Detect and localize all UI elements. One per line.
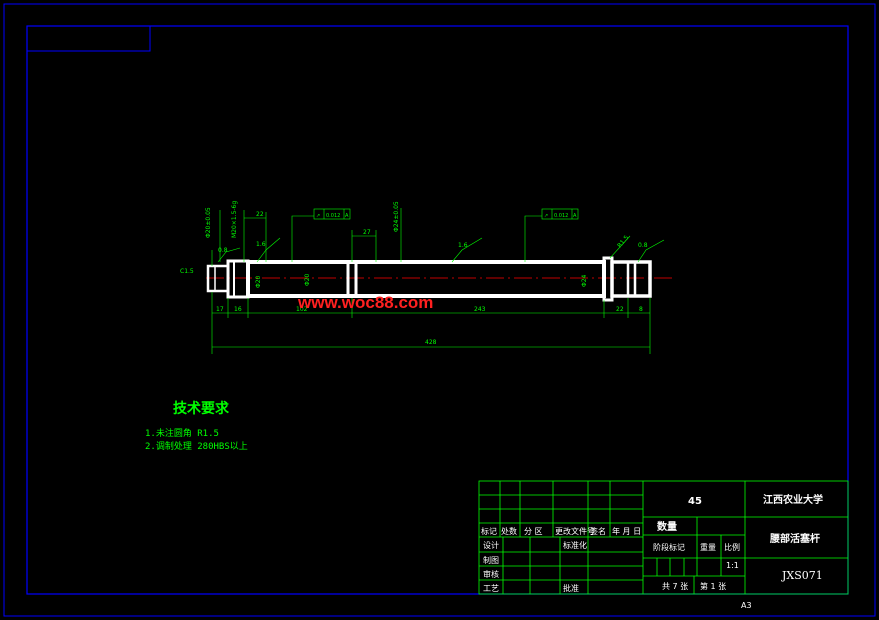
dimension-lines — [211, 208, 665, 354]
svg-text:共 7 张: 共 7 张 — [662, 582, 688, 591]
len-243: 243 — [474, 306, 486, 313]
r-label: R1.5 — [616, 234, 630, 249]
svg-text:年 月 日: 年 月 日 — [612, 526, 641, 536]
dia-1: Φ20 — [255, 275, 262, 288]
rough-3: 1.6 — [458, 242, 468, 249]
dimension-labels: C1.5 17 16 102 243 22 8 428 22 27 0.8 1.… — [180, 201, 648, 346]
rough-2: 1.6 — [256, 241, 266, 248]
svg-text:处数: 处数 — [501, 526, 517, 536]
svg-text:审核: 审核 — [483, 569, 499, 579]
dia-2: Φ20 — [304, 273, 311, 286]
svg-text:重量: 重量 — [700, 542, 716, 552]
top-22: 22 — [256, 211, 264, 218]
svg-text:设计: 设计 — [483, 540, 499, 550]
part-name: 腰部活塞杆 — [769, 532, 820, 545]
len-16: 16 — [234, 306, 242, 313]
watermark: www.woc88.com — [297, 293, 433, 312]
svg-text:A3: A3 — [741, 601, 752, 610]
svg-text:A: A — [573, 213, 577, 219]
len-102: 102 — [296, 306, 308, 313]
svg-text:A: A — [345, 213, 349, 219]
tech-req-title: 技术要求 — [173, 400, 230, 417]
tech-req-item-1: 1.未注圆角 R1.5 — [145, 427, 219, 439]
chamfer-label: C1.5 — [180, 268, 194, 275]
rough-4: 0.8 — [638, 242, 648, 249]
svg-text:签名: 签名 — [590, 526, 606, 536]
svg-text:0.012: 0.012 — [554, 213, 568, 219]
vertical-dim-left: Φ20±0.05 — [205, 207, 212, 238]
svg-text:1:1: 1:1 — [726, 561, 739, 570]
title-block: 标记 处数 分 区 更改文件号 签名 年 月 日 设计 制图 审核 工艺 标准化… — [478, 480, 849, 610]
tolerance-frame-1: ↗ 0.012 A — [313, 208, 351, 220]
svg-text:批准: 批准 — [563, 583, 579, 593]
svg-text:↗: ↗ — [544, 213, 548, 219]
svg-text:分 区: 分 区 — [524, 527, 543, 536]
corner-label-box — [26, 25, 151, 52]
svg-text:工艺: 工艺 — [483, 584, 499, 593]
svg-text:数量: 数量 — [657, 520, 677, 533]
len-8: 8 — [639, 306, 643, 313]
svg-text:标记: 标记 — [481, 526, 497, 536]
svg-text:↗: ↗ — [316, 213, 320, 219]
svg-text:制图: 制图 — [483, 555, 499, 565]
vertical-dim-mid: Φ24±0.05 — [393, 201, 400, 232]
school-name: 江西农业大学 — [763, 493, 823, 506]
shaft — [206, 256, 652, 302]
svg-text:比例: 比例 — [724, 542, 740, 552]
svg-text:标准化: 标准化 — [563, 540, 587, 550]
overall-length: 428 — [425, 339, 437, 346]
outer-frame — [3, 3, 876, 617]
material: 45 — [688, 496, 702, 507]
rough-1: 0.8 — [218, 247, 228, 254]
dia-3: Φ24 — [581, 274, 588, 287]
len-22: 22 — [616, 306, 624, 313]
drawing-number: JXS071 — [781, 569, 823, 582]
tolerance-frame-2: ↗ 0.012 A — [541, 208, 579, 220]
top-27: 27 — [363, 229, 371, 236]
svg-text:0.012: 0.012 — [326, 213, 340, 219]
len-17: 17 — [216, 306, 224, 313]
svg-text:更改文件号: 更改文件号 — [555, 526, 595, 536]
vertical-dim-thread: M20×1.5-6g — [231, 201, 238, 238]
svg-text:第 1 张: 第 1 张 — [700, 581, 726, 591]
inner-border — [26, 25, 849, 595]
tech-req-item-2: 2.调制处理 280HBS以上 — [145, 440, 248, 452]
svg-text:阶段标记: 阶段标记 — [653, 542, 685, 552]
